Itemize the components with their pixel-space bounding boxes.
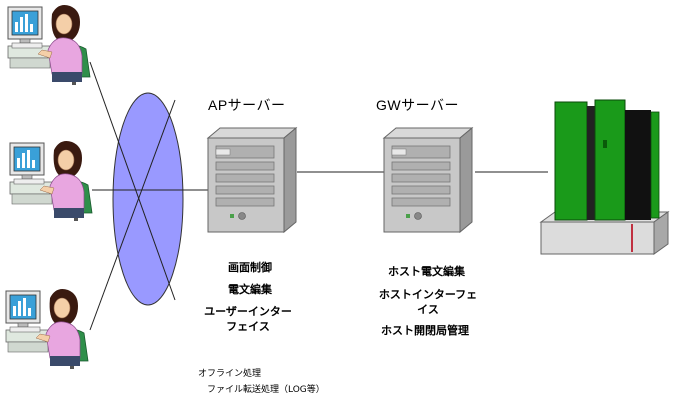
- ap-function-user-interface-1: ユーザーインター: [204, 305, 292, 318]
- ap-function-user-interface-2: フェイス: [226, 320, 270, 333]
- note-file-transfer: ファイル転送処理（LOG等）: [207, 385, 325, 395]
- user-workstation-2: [9, 140, 93, 222]
- line-user1: [89, 61, 176, 301]
- gw-function-host-interface-1: ホストインターフェ: [378, 288, 478, 301]
- connection-lines: [89, 61, 548, 331]
- line-user3: [89, 99, 176, 331]
- ap-function-screen-control: 画面制御: [228, 261, 272, 274]
- user-workstation-3: [5, 288, 89, 370]
- ap-function-message-edit: 電文編集: [228, 283, 272, 296]
- gw-function-host-message-edit: ホスト電文編集: [388, 265, 465, 278]
- ap-server-title: APサーバー: [208, 97, 286, 113]
- gw-server-title: GWサーバー: [376, 97, 459, 113]
- gw-function-host-interface-2: イス: [417, 303, 439, 316]
- mainframe-icon: [539, 99, 670, 255]
- note-offline-processing: オフライン処理: [198, 369, 262, 379]
- user-workstation-1: [7, 4, 91, 86]
- network-ellipse: [112, 92, 184, 306]
- gw-server-icon: [383, 127, 473, 233]
- gw-function-host-open-close: ホスト開閉局管理: [381, 324, 469, 337]
- ap-server-icon: [207, 127, 297, 233]
